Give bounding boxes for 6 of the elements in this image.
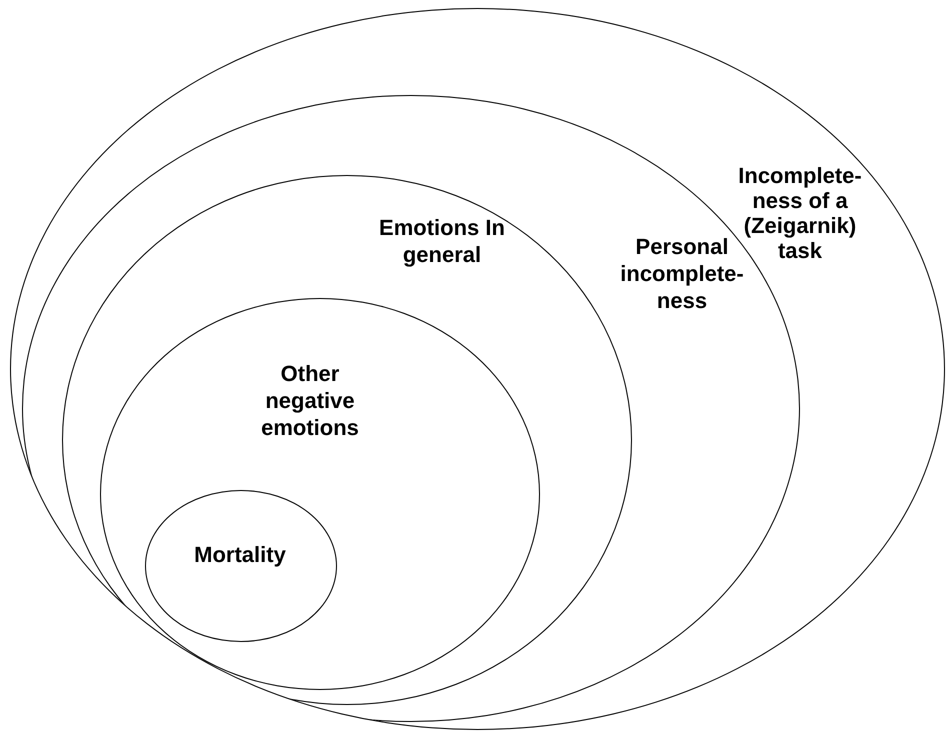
set-label: Emotions In general xyxy=(378,214,506,268)
set-label: Mortality xyxy=(193,541,287,568)
set-ellipse xyxy=(100,298,540,690)
set-ellipse xyxy=(145,490,337,642)
set-ellipse xyxy=(10,8,945,730)
set-label: Other negative emotions xyxy=(260,360,360,441)
